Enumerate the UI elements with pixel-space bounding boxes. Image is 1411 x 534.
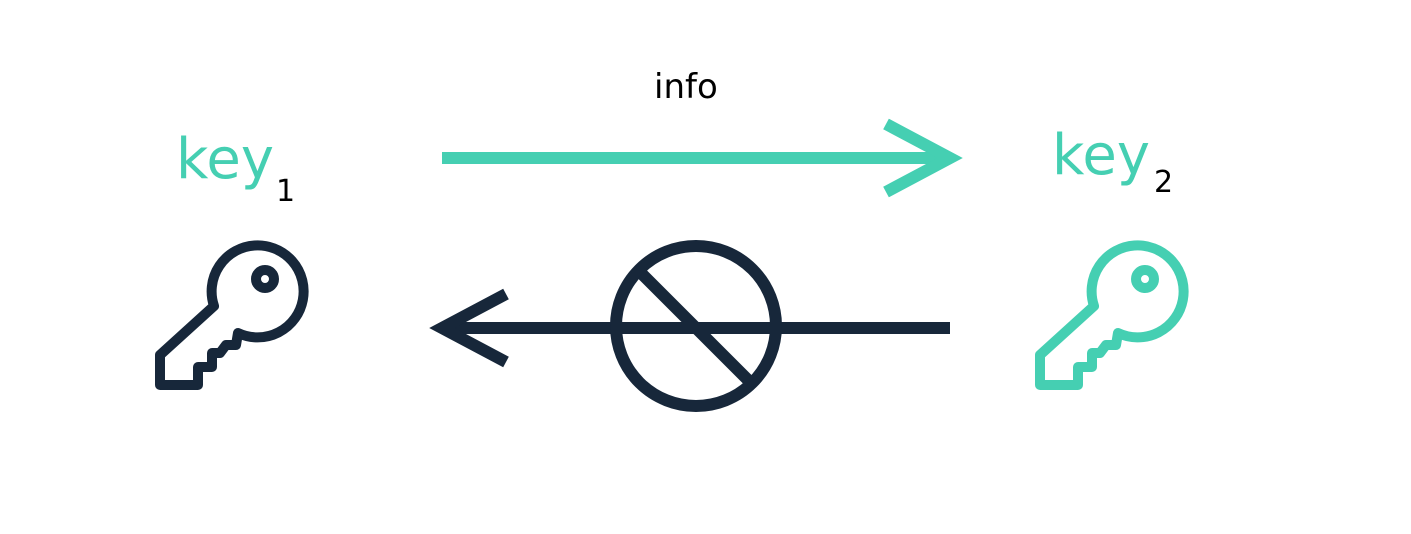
- left-key-subscript: 1: [276, 174, 296, 209]
- right-key-label: key 2: [1052, 123, 1173, 198]
- arrow-right-icon: [442, 118, 963, 198]
- right-key-icon: [1035, 240, 1189, 390]
- info-label: info: [654, 67, 718, 107]
- right-key-name: key: [1052, 123, 1151, 188]
- left-key-label: key 1: [176, 127, 295, 207]
- prohibited-icon: [610, 240, 782, 412]
- left-key-icon: [155, 240, 309, 390]
- right-key-subscript: 2: [1154, 165, 1174, 200]
- left-key-name: key: [176, 127, 275, 192]
